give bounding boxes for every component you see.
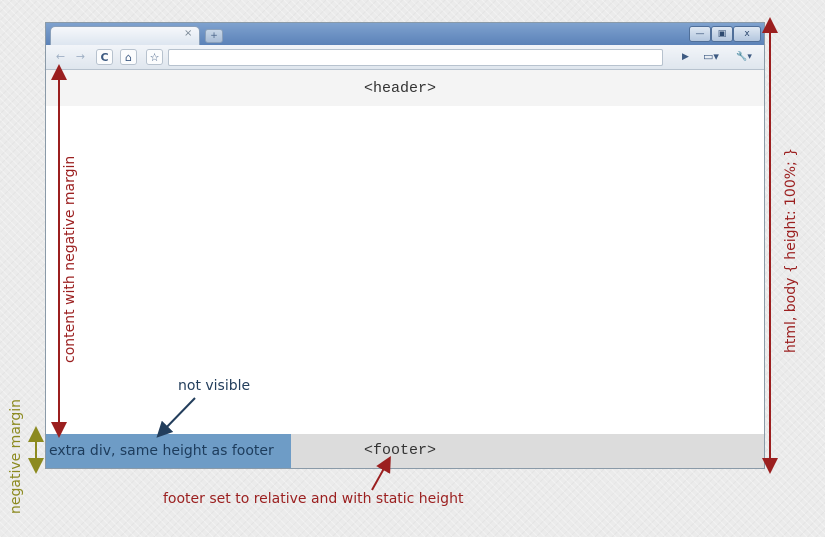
browser-toolbar: ← → C ⌂ ☆ ▶ ▭▾ 🔧▾	[46, 45, 764, 70]
title-bar: × + — ▣ x	[46, 23, 764, 45]
wrench-menu-icon[interactable]: 🔧▾	[736, 52, 752, 62]
footer-relative-arrow	[371, 456, 391, 491]
star-icon[interactable]: ☆	[146, 49, 163, 65]
new-tab-icon[interactable]: +	[205, 29, 223, 43]
back-icon[interactable]: ←	[55, 50, 66, 63]
browser-window: × + — ▣ x ← → C ⌂ ☆ ▶ ▭▾ 🔧▾ <header> <fo…	[45, 22, 765, 469]
close-icon[interactable]: x	[733, 26, 761, 42]
minimize-icon[interactable]: —	[689, 26, 711, 42]
browser-tab[interactable]: ×	[50, 26, 200, 45]
home-icon[interactable]: ⌂	[120, 49, 137, 65]
html-body-height-label: html, body { height: 100%; }	[783, 147, 799, 353]
forward-icon[interactable]: →	[75, 50, 86, 63]
header-label: <header>	[364, 80, 437, 97]
footer-relative-label: footer set to relative and with static h…	[163, 491, 464, 507]
not-visible-label: not visible	[178, 378, 251, 394]
page-menu-icon[interactable]: ▭▾	[703, 50, 719, 63]
negative-margin-label: negative margin	[8, 398, 24, 514]
address-bar[interactable]	[168, 49, 663, 66]
not-visible-arrow	[156, 397, 196, 438]
maximize-icon[interactable]: ▣	[711, 26, 733, 42]
reload-icon[interactable]: C	[96, 49, 113, 65]
go-icon[interactable]: ▶	[682, 52, 689, 62]
content-negative-margin-label: content with negative margin	[62, 155, 78, 363]
footer-label: <footer>	[364, 442, 437, 459]
header-region	[46, 70, 764, 106]
extra-div: extra div, same height as footer	[46, 434, 291, 468]
tab-close-icon[interactable]: ×	[184, 28, 193, 39]
